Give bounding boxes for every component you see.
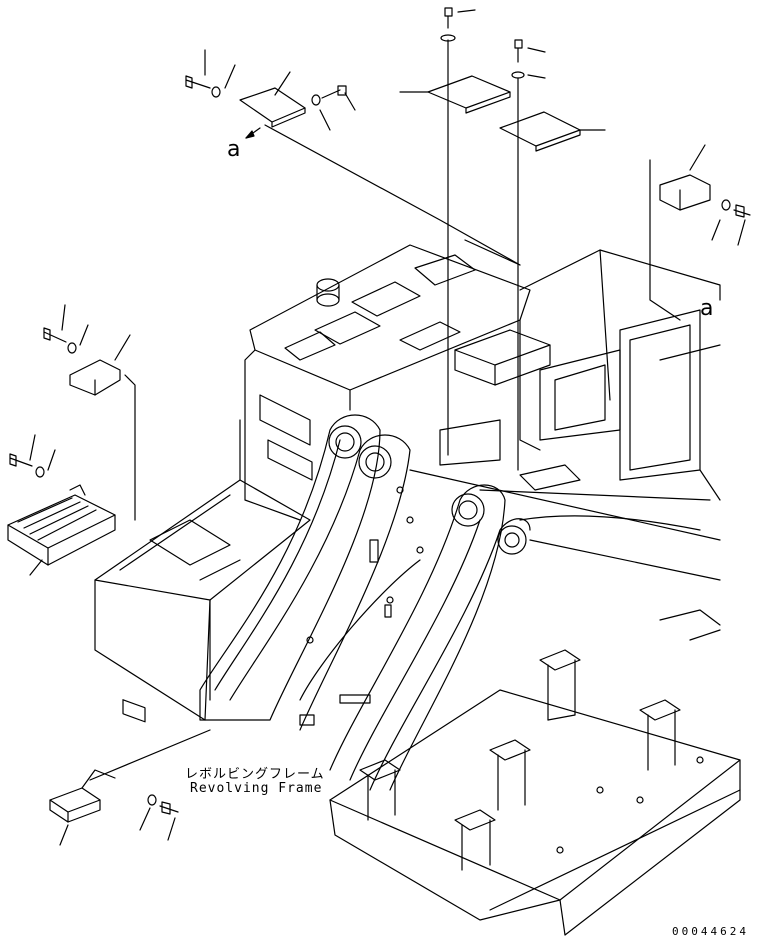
post-1: [539, 649, 581, 721]
revolving-frame: [94, 244, 741, 936]
part-group-top-right-plate: [499, 39, 606, 471]
callout-a-right: a: [700, 296, 714, 321]
callout-a-left: a: [227, 137, 241, 162]
post-5: [359, 759, 401, 821]
part-group-bottom-left-step: [49, 729, 211, 846]
post-4: [454, 809, 496, 871]
part-group-left-step: [7, 434, 116, 576]
caption-english: Revolving Frame: [190, 781, 323, 796]
post-3: [489, 739, 531, 811]
part-group-top-center: [399, 7, 511, 456]
part-group-top-left: [185, 49, 356, 139]
part-group-right-bracket: [649, 144, 751, 321]
part-number: 00044624: [672, 925, 749, 938]
caption-japanese: レボルビングフレーム: [185, 767, 325, 782]
part-group-left-bracket: [43, 304, 136, 521]
post-2: [639, 699, 681, 771]
